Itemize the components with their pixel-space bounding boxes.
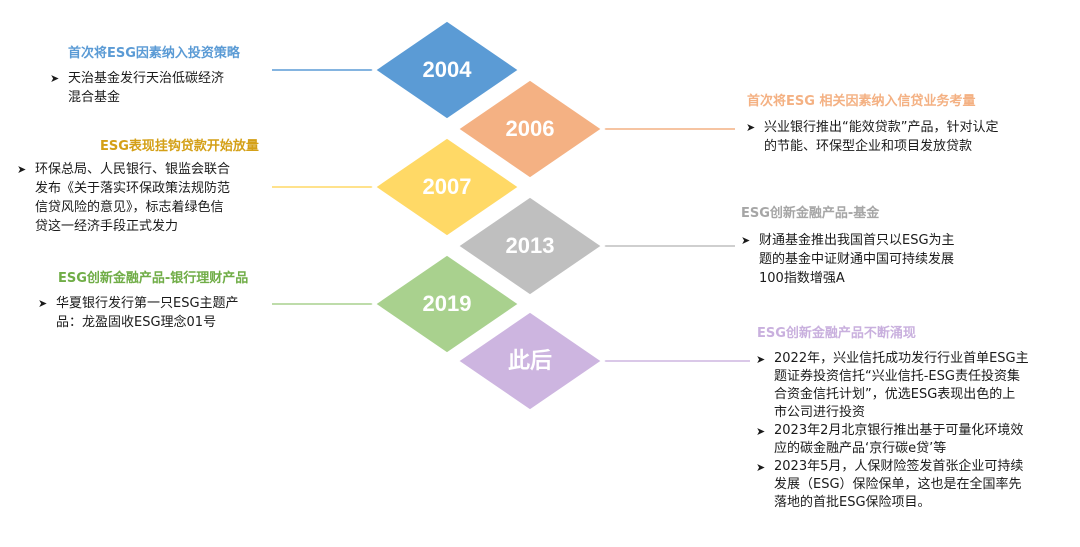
- diamond-later: [454, 309, 606, 413]
- bullet-item: ➤ 兴业银行推出“能效贷款”产品，针对认定 的节能、环保型企业和项目发放贷款: [746, 118, 1066, 156]
- bullet-text: 兴业银行推出“能效贷款”产品，针对认定 的节能、环保型企业和项目发放贷款: [764, 120, 999, 154]
- arrowhead-bullet-icon: ➤: [756, 461, 766, 474]
- bullet-item: ➤ 2023年2月北京银行推出基于可量化环境效 应的碳金融产品‘京行碳e贷’等: [756, 422, 1066, 458]
- diamond-2006: [454, 77, 606, 181]
- bullet-text: 天治基金发行天治低碳经济 混合基金: [68, 71, 225, 105]
- milestone-heading-2006: 首次将ESG 相关因素纳入信贷业务考量: [747, 94, 976, 109]
- diamond-2019: [371, 252, 523, 356]
- bullet-text: 财通基金推出我国首只以ESG为主 题的基金中证财通中国可持续发展 100指数增强…: [759, 233, 955, 286]
- diamond-2013: [454, 194, 606, 298]
- milestone-heading-2013: ESG创新金融产品-基金: [741, 206, 880, 221]
- diamond-2007: [371, 135, 523, 239]
- year-label-2004: 2004: [422, 57, 472, 82]
- milestone-body-later: ➤ 2022年，兴业信托成功发行行业首单ESG主 题证券投资信托“兴业信托-ES…: [756, 350, 1066, 512]
- arrowhead-bullet-icon: ➤: [746, 121, 756, 134]
- bullet-text: 华夏银行发行第一只ESG主题产 品：龙盈固收ESG理念01号: [56, 296, 239, 330]
- bullet-item: ➤ 天治基金发行天治低碳经济 混合基金: [50, 69, 275, 107]
- bullet-item: ➤ 环保总局、人民银行、银监会联合 发布《关于落实环保政策法规防范 信贷风险的意…: [17, 160, 277, 236]
- bullet-text: 2022年，兴业信托成功发行行业首单ESG主 题证券投资信托“兴业信托-ESG责…: [774, 351, 1029, 420]
- milestone-heading-2019: ESG创新金融产品-银行理财产品: [58, 271, 249, 286]
- diamond-2004: [371, 18, 523, 122]
- bullet-item: ➤ 财通基金推出我国首只以ESG为主 题的基金中证财通中国可持续发展 100指数…: [741, 231, 1041, 288]
- arrowhead-bullet-icon: ➤: [17, 163, 27, 176]
- milestone-body-2013: ➤ 财通基金推出我国首只以ESG为主 题的基金中证财通中国可持续发展 100指数…: [741, 231, 1041, 288]
- arrowhead-bullet-icon: ➤: [38, 297, 48, 310]
- year-label-later: 此后: [507, 348, 552, 373]
- year-diamonds: [371, 18, 606, 413]
- milestone-body-2007: ➤ 环保总局、人民银行、银监会联合 发布《关于落实环保政策法规防范 信贷风险的意…: [17, 160, 277, 236]
- bullet-item: ➤ 华夏银行发行第一只ESG主题产 品：龙盈固收ESG理念01号: [38, 294, 278, 332]
- bullet-text: 2023年5月，人保财险签发首张企业可持续 发展（ESG）保险保单，这也是在全国…: [774, 459, 1024, 510]
- bullet-item: ➤ 2023年5月，人保财险签发首张企业可持续 发展（ESG）保险保单，这也是在…: [756, 458, 1066, 512]
- arrowhead-bullet-icon: ➤: [756, 353, 766, 366]
- arrowhead-bullet-icon: ➤: [756, 425, 766, 438]
- bullet-item: ➤ 2022年，兴业信托成功发行行业首单ESG主 题证券投资信托“兴业信托-ES…: [756, 350, 1066, 422]
- milestone-heading-2004: 首次将ESG因素纳入投资策略: [68, 46, 240, 61]
- arrowhead-bullet-icon: ➤: [50, 72, 60, 85]
- arrowhead-bullet-icon: ➤: [741, 234, 751, 247]
- bullet-text: 环保总局、人民银行、银监会联合 发布《关于落实环保政策法规防范 信贷风险的意见》…: [35, 162, 231, 234]
- milestone-body-2006: ➤ 兴业银行推出“能效贷款”产品，针对认定 的节能、环保型企业和项目发放贷款: [746, 118, 1066, 156]
- year-label-2007: 2007: [422, 174, 472, 199]
- milestone-heading-later: ESG创新金融产品不断涌现: [757, 326, 916, 341]
- year-label-2019: 2019: [422, 291, 472, 316]
- milestone-body-2019: ➤ 华夏银行发行第一只ESG主题产 品：龙盈固收ESG理念01号: [38, 294, 278, 332]
- milestone-body-2004: ➤ 天治基金发行天治低碳经济 混合基金: [50, 69, 275, 107]
- milestone-heading-2007: ESG表现挂钩贷款开始放量: [100, 139, 259, 154]
- bullet-text: 2023年2月北京银行推出基于可量化环境效 应的碳金融产品‘京行碳e贷’等: [774, 423, 1024, 456]
- year-label-2013: 2013: [505, 233, 555, 258]
- year-label-2006: 2006: [505, 116, 555, 141]
